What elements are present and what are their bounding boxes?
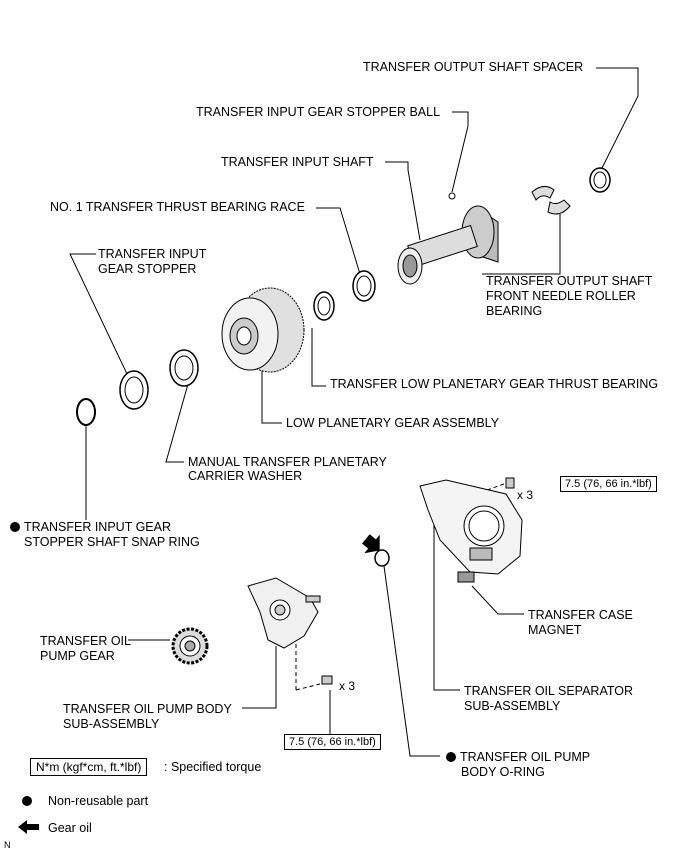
label-needle-1: TRANSFER OUTPUT SHAFT bbox=[486, 274, 653, 288]
nonreusable-mark-icon bbox=[446, 752, 456, 762]
label-pump-oring-1: TRANSFER OIL PUMP bbox=[446, 750, 590, 765]
legend-torque-box: N*m (kgf*cm, ft.*lbf) bbox=[30, 758, 148, 776]
leader-input-shaft bbox=[385, 161, 421, 241]
oil-separator-part bbox=[419, 479, 523, 575]
bolt-upper-part bbox=[505, 477, 515, 489]
leader-gear-stopper bbox=[69, 253, 129, 377]
label-separator-2: SUB-ASSEMBLY bbox=[464, 699, 561, 713]
leader-washer bbox=[165, 383, 189, 463]
label-oil-pump-gear-2: PUMP GEAR bbox=[40, 649, 115, 663]
pump-oring-part bbox=[374, 549, 390, 567]
label-snap-ring-2: STOPPER SHAFT SNAP RING bbox=[24, 535, 200, 549]
label-pump-body-1: TRANSFER OIL PUMP BODY bbox=[63, 702, 232, 716]
leader-thrust-race bbox=[316, 207, 361, 275]
label-case-magnet-1: TRANSFER CASE bbox=[528, 608, 633, 622]
label-washer-2: CARRIER WASHER bbox=[188, 469, 303, 483]
label-low-planetary: LOW PLANETARY GEAR ASSEMBLY bbox=[286, 416, 500, 430]
snap-ring-part bbox=[76, 398, 96, 426]
label-snap-ring-1-text: TRANSFER INPUT GEAR bbox=[24, 520, 172, 534]
legend-nonreusable: Non-reusable part bbox=[22, 794, 148, 809]
leader-pump-body bbox=[242, 646, 277, 709]
oil-pump-body-part bbox=[247, 577, 321, 649]
nonreusable-mark-icon bbox=[10, 522, 20, 532]
label-pump-body-2: SUB-ASSEMBLY bbox=[63, 717, 160, 731]
label-needle-2: FRONT NEEDLE ROLLER bbox=[486, 289, 636, 303]
label-case-magnet-2: MAGNET bbox=[528, 623, 582, 637]
low-planetary-gear-part bbox=[221, 287, 305, 373]
label-needle-3: BEARING bbox=[486, 304, 543, 318]
dash-lower-bolt-h bbox=[295, 683, 321, 691]
upper-bolt-qty: x 3 bbox=[517, 488, 534, 502]
label-thrust-race: NO. 1 TRANSFER THRUST BEARING RACE bbox=[50, 200, 305, 214]
torque-lower: 7.5 (76, 66 in.*lbf) bbox=[284, 734, 381, 750]
legend-gear-oil-text: Gear oil bbox=[48, 821, 92, 835]
lower-bolt-qty: x 3 bbox=[339, 679, 356, 693]
label-washer-1: MANUAL TRANSFER PLANETARY bbox=[188, 455, 387, 469]
legend-torque-text: : Specified torque bbox=[164, 760, 262, 774]
label-output-spacer: TRANSFER OUTPUT SHAFT SPACER bbox=[363, 60, 584, 74]
thrust-race-part bbox=[352, 270, 376, 302]
leader-oring bbox=[383, 565, 440, 757]
label-pump-oring-2: BODY O-RING bbox=[461, 765, 545, 779]
leader-low-planetary bbox=[261, 360, 282, 424]
case-magnet-part bbox=[457, 571, 475, 583]
torque-upper: 7.5 (76, 66 in.*lbf) bbox=[560, 476, 657, 492]
input-shaft-part bbox=[397, 205, 499, 285]
leader-stopper-ball bbox=[451, 111, 469, 193]
label-gear-stopper-1: TRANSFER INPUT bbox=[98, 247, 207, 261]
gear-stopper-part bbox=[119, 370, 149, 410]
leader-separator bbox=[433, 510, 460, 691]
bolt-lower-part bbox=[321, 675, 333, 685]
gear-oil-legend-icon bbox=[18, 820, 39, 834]
output-spacer-part bbox=[589, 167, 611, 193]
leader-needle bbox=[482, 214, 561, 275]
label-separator-1: TRANSFER OIL SEPARATOR bbox=[464, 684, 634, 698]
corner-mark: N bbox=[4, 840, 11, 850]
oil-pump-gear-part bbox=[171, 627, 209, 665]
nonreusable-legend-icon bbox=[22, 796, 32, 806]
label-input-shaft: TRANSFER INPUT SHAFT bbox=[221, 155, 374, 169]
label-gear-stopper-2: GEAR STOPPER bbox=[98, 262, 197, 276]
leader-output-spacer bbox=[596, 67, 639, 173]
low-thrust-bearing-part bbox=[313, 291, 335, 321]
leader-case-magnet bbox=[471, 585, 524, 615]
leader-low-thrust bbox=[311, 328, 326, 387]
needle-bearing-part bbox=[531, 186, 571, 215]
legend-gear-oil: Gear oil bbox=[18, 820, 92, 836]
label-oil-pump-gear-1: TRANSFER OIL bbox=[40, 634, 131, 648]
label-snap-ring-1: TRANSFER INPUT GEAR bbox=[10, 520, 171, 535]
stopper-ball-part bbox=[448, 192, 456, 200]
carrier-washer-part bbox=[169, 349, 199, 387]
gear-oil-arrow-icon bbox=[362, 534, 380, 554]
label-low-thrust: TRANSFER LOW PLANETARY GEAR THRUST BEARI… bbox=[330, 377, 659, 391]
label-pump-oring-1-text: TRANSFER OIL PUMP bbox=[460, 750, 591, 764]
legend-nonreusable-text: Non-reusable part bbox=[48, 794, 149, 808]
label-stopper-ball: TRANSFER INPUT GEAR STOPPER BALL bbox=[196, 105, 441, 119]
